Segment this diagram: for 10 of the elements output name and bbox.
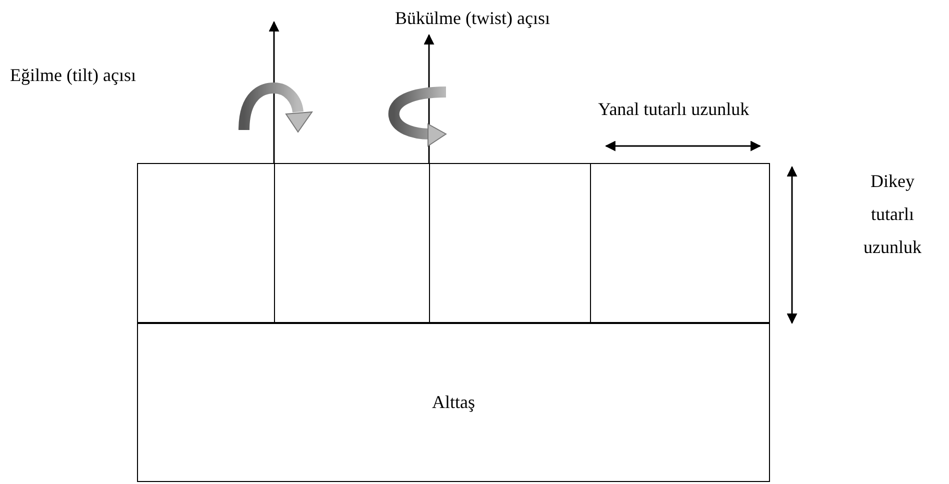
- column-box: [429, 163, 591, 324]
- annotation-text: Dikey tutarlı uzunluk: [862, 170, 922, 259]
- substrate-label: Alttaş: [432, 392, 475, 412]
- column-box: [137, 163, 275, 324]
- column-box: [590, 163, 770, 324]
- substrate-box: [137, 322, 770, 482]
- annotation-text: Yanal tutarlı uzunluk: [598, 99, 750, 120]
- annotation-text: Eğilme (tilt) açısı: [10, 65, 136, 86]
- column-box: [274, 163, 430, 324]
- annotation-text: Bükülme (twist) açısı: [395, 8, 550, 29]
